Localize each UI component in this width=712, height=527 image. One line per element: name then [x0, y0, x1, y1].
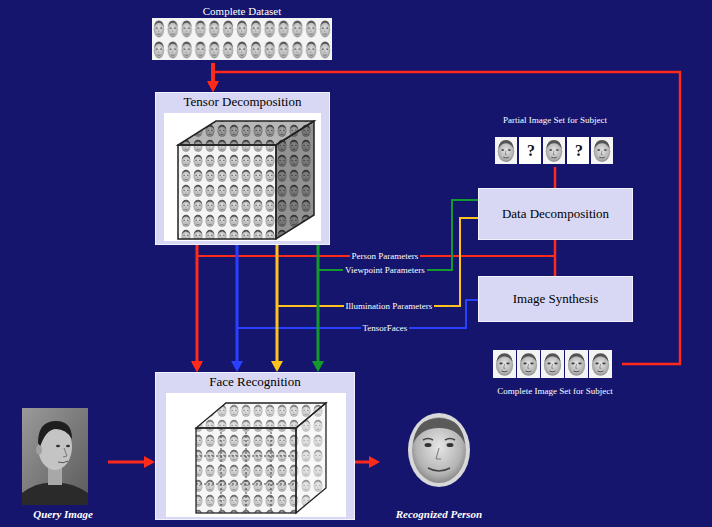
image-set: Complete Image Set for Subject [488, 348, 622, 398]
tensor-illustration [156, 93, 331, 246]
process-box: Tensor Decomposition [155, 92, 330, 245]
arrowhead [271, 361, 283, 372]
node-label: Complete Dataset [203, 5, 282, 18]
node-label: Complete Image Set for Subject [497, 386, 612, 396]
node-label: Image Synthesis [513, 292, 599, 307]
connector [237, 245, 478, 328]
process-box: Face Recognition [155, 372, 355, 520]
connector-line [355, 461, 370, 464]
arrowhead [312, 361, 324, 372]
process-box: Data Decomposition [478, 188, 633, 240]
image-node: Recognized Person [380, 410, 498, 523]
arrowhead [144, 456, 155, 468]
node-label: Tensor Decomposition [184, 95, 302, 110]
recognition-illustration [156, 373, 356, 521]
unknown-mark: ? [575, 142, 583, 160]
connector-line [554, 167, 557, 188]
node-label: Query Image [33, 508, 93, 521]
image-set: Partial Image Set for Subject [485, 113, 625, 167]
node-label: Data Decomposition [502, 207, 609, 222]
recognized-face [380, 410, 498, 523]
image-set: Complete Dataset [150, 3, 334, 63]
process-box: Image Synthesis [478, 276, 633, 322]
image-node: Query Image [18, 405, 108, 523]
node-label: Recognized Person [396, 508, 482, 521]
arrowhead [231, 361, 243, 372]
connector-line [237, 245, 478, 328]
node-label: Partial Image Set for Subject [503, 115, 607, 125]
arrowhead [369, 456, 380, 468]
arrowhead [192, 363, 202, 372]
unknown-mark: ? [527, 142, 535, 160]
edge-label: Person Parameters [350, 251, 421, 262]
arrowhead [208, 83, 218, 92]
connector-line [108, 461, 145, 464]
query-photo [18, 405, 108, 523]
node-label: Face Recognition [209, 375, 300, 390]
edge-label: Viewpoint Parameters [343, 265, 427, 276]
connector [555, 167, 556, 188]
edge-label: Illumination Parameters [344, 301, 435, 312]
connector [318, 200, 478, 270]
connector [355, 456, 380, 468]
connector-line [318, 200, 478, 270]
connector [108, 456, 155, 468]
edge-label: TensorFaces [361, 323, 410, 334]
